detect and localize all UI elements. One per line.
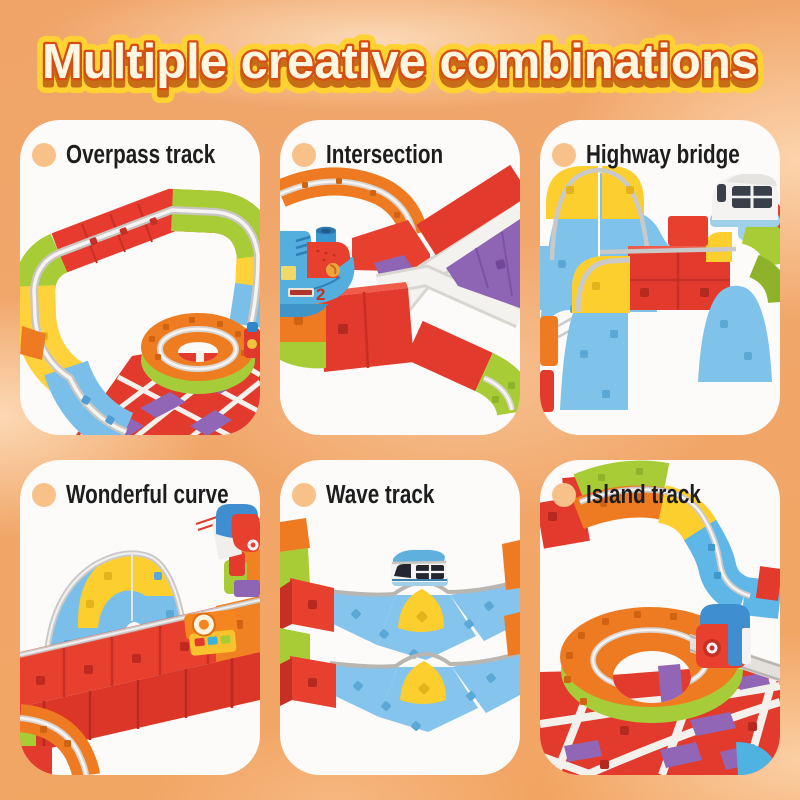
svg-text:Multiple creative combinations: Multiple creative combinations — [42, 35, 758, 89]
svg-text:2: 2 — [316, 285, 325, 304]
svg-text:Multiple creative combinations: Multiple creative combinations — [42, 42, 758, 96]
svg-text:Multiple creative combinations: Multiple creative combinations — [42, 42, 758, 96]
svg-text:Multiple creative combinations: Multiple creative combinations — [42, 35, 758, 89]
